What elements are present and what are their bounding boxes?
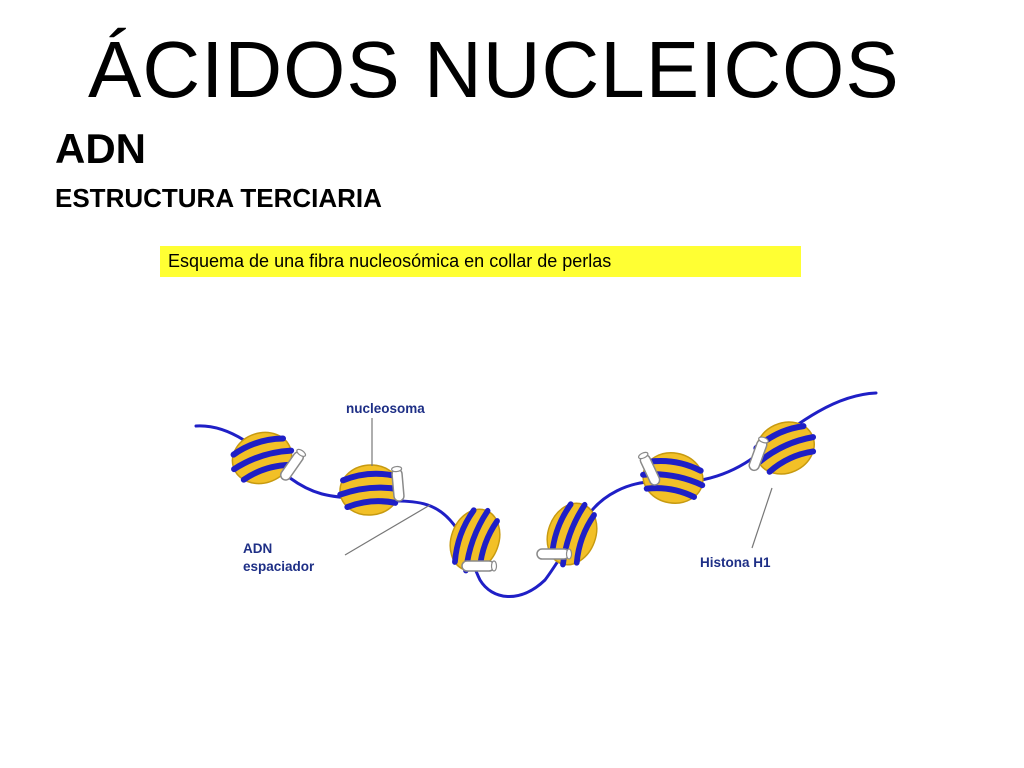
linker-dna-label-line2: espaciador [243,559,315,574]
histone-h1-4 [536,548,573,560]
slide-title: ÁCIDOS NUCLEICOS [88,25,900,114]
dna-strand [194,391,878,598]
linker-dna-label-line1: ADN [243,541,272,556]
slide-subheading: ESTRUCTURA TERCIARIA [55,183,382,213]
histone-h1-2 [390,465,406,503]
linker-leader-line [344,504,431,556]
histone-h1-label: Histona H1 [700,555,771,570]
diagram-caption: Esquema de una fibra nucleosómica en col… [160,246,801,277]
histone-leader-line [751,487,773,549]
nucleosome-label: nucleosoma [346,401,425,416]
slide-subtitle: ADN [55,125,146,172]
histone-h1-3 [461,560,498,572]
